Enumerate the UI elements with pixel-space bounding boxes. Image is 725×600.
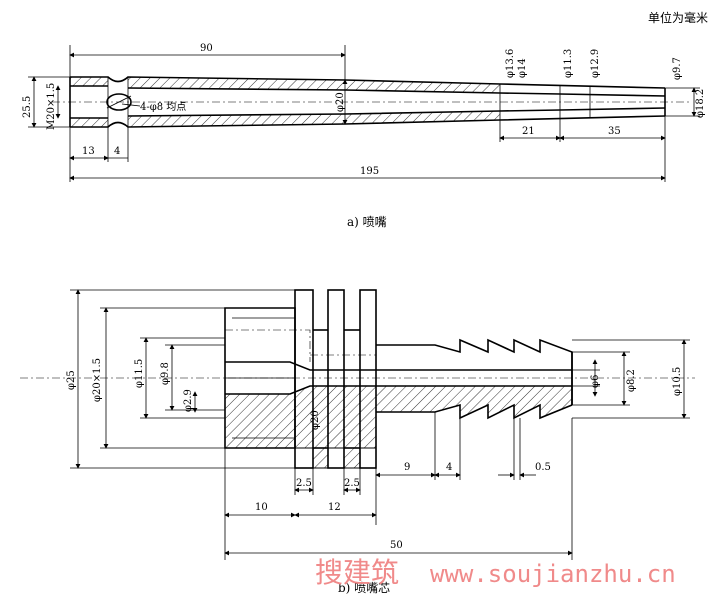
dim-0-5: 0.5 — [535, 462, 551, 473]
unit-note: 单位为毫米 — [648, 10, 708, 25]
dim-12: 12 — [328, 502, 341, 513]
dim-10: 10 — [255, 502, 268, 513]
dim-thread-m20: M20×1.5 — [46, 83, 57, 130]
dim-phi25: φ25 — [66, 370, 77, 390]
dim-4-core: 4 — [446, 462, 452, 473]
dim-phi20: φ20 — [335, 92, 346, 112]
dim-holes: 4-φ8 均点 — [140, 101, 186, 113]
dim-phi20-core: φ20 — [310, 410, 321, 430]
dim-21: 21 — [522, 126, 535, 137]
dim-phi10-5: φ10.5 — [672, 367, 683, 396]
dim-4: 4 — [114, 146, 120, 157]
core-caption: b) 喷嘴芯 — [338, 581, 390, 595]
dim-phi9-8: φ9.8 — [160, 362, 171, 385]
dim-phi8-2: φ8.2 — [626, 369, 637, 392]
dim-phi11-5: φ11.5 — [134, 359, 145, 388]
rib-2 — [327, 289, 345, 469]
dim-phi12-9: φ12.9 — [590, 49, 601, 78]
dim-25-5: 25.5 — [22, 96, 33, 118]
radial-hole — [106, 93, 132, 111]
rib-3 — [359, 289, 377, 469]
nozzle-drawing: 90 195 13 4 21 35 25.5 M20×1.5 4-φ8 均点 — [22, 43, 706, 182]
dim-2-5-b: 2.5 — [344, 478, 360, 489]
dim-50: 50 — [390, 540, 403, 551]
dim-thread-phi20: φ20×1.5 — [92, 358, 103, 402]
dim-phi2-9: φ2.9 — [183, 389, 194, 412]
dim-2-5-a: 2.5 — [296, 478, 312, 489]
dim-phi9-7: φ9.7 — [672, 57, 683, 80]
dim-13: 13 — [82, 146, 95, 157]
dim-9: 9 — [404, 462, 410, 473]
core-drawing: φ25 φ20×1.5 φ11.5 φ9.8 φ2.9 φ20 φ6 φ8.2 … — [20, 289, 695, 560]
dim-phi18-2: φ18.2 — [695, 89, 706, 118]
barb-profile-top — [376, 338, 573, 405]
dim-phi14: φ14 — [517, 58, 528, 78]
dim-phi6: φ6 — [590, 375, 601, 388]
watermark-cn: 搜建筑 — [315, 556, 399, 589]
dim-phi11-3: φ11.3 — [563, 49, 574, 78]
watermark-url: www.soujianzhu.cn — [430, 560, 676, 588]
dim-35: 35 — [608, 126, 621, 137]
dim-90: 90 — [200, 43, 213, 54]
dim-phi13-6: φ13.6 — [505, 49, 516, 78]
dim-195: 195 — [360, 166, 379, 177]
nozzle-caption: a) 喷嘴 — [347, 215, 387, 229]
rib-1 — [294, 289, 314, 469]
